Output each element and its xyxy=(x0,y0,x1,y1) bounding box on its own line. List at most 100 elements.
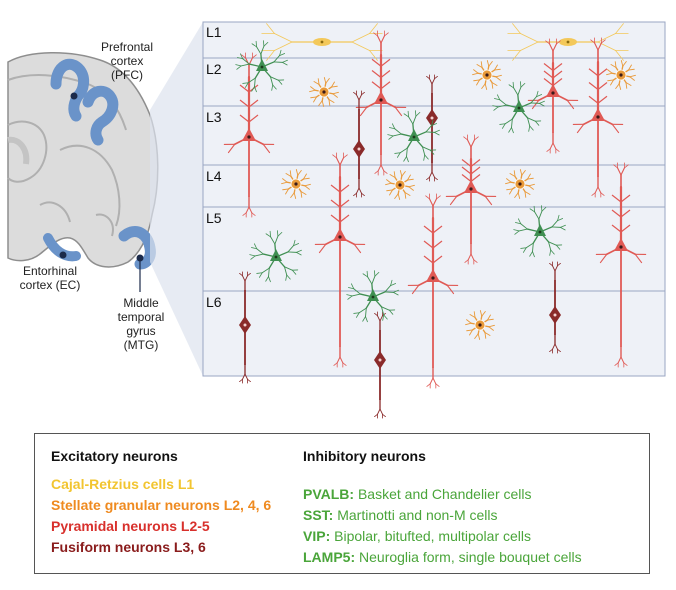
inhibitory-neuron-dendrite xyxy=(282,59,288,63)
stellate-neuron-dendrite xyxy=(304,183,311,187)
cajal-retzius-neuron-dendrite xyxy=(351,33,370,43)
stellate-neuron-dendrite xyxy=(385,182,392,186)
pyramidal-neuron-oblique xyxy=(423,225,434,234)
inhibitory-neuron-dendrite xyxy=(383,314,388,320)
pyramidal-neuron-dendrite xyxy=(339,157,344,166)
stellate-neuron-dendrite xyxy=(524,191,527,198)
cajal-retzius-neuron-dendrite xyxy=(266,50,275,61)
fusiform-neuron-nucleus xyxy=(378,358,382,362)
legend-lamp5-desc: Neuroglia form, single bouquet cells xyxy=(359,549,582,565)
pyramidal-neuron-dendrite xyxy=(359,106,368,117)
inhibitory-neuron-dendrite xyxy=(244,82,249,88)
pyramidal-neuron-dendrite xyxy=(342,154,348,159)
pyramidal-neuron-oblique xyxy=(339,184,350,193)
stellate-neuron-dendrite xyxy=(479,310,483,317)
stellate-neuron-dendrite xyxy=(521,170,526,176)
stellate-neuron-dendrite xyxy=(313,96,317,103)
fusiform-neuron-dendrite xyxy=(431,171,435,178)
pyramidal-neuron-dendrite xyxy=(336,157,341,166)
stellate-neuron-dendrite xyxy=(281,181,288,185)
neurons xyxy=(223,23,647,419)
inhibitory-neuron-dendrite xyxy=(513,229,520,232)
pyramidal-neuron-oblique xyxy=(543,70,554,79)
legend-lamp5-name: LAMP5: xyxy=(303,549,356,565)
stellate-neuron-dendrite xyxy=(300,191,307,195)
inhibitory-neuron-dendrite xyxy=(247,77,256,84)
inhibitory-neuron-dendrite xyxy=(555,244,561,250)
stellate-neuron-nucleus xyxy=(619,73,623,77)
stellate-neuron-nucleus xyxy=(518,182,522,186)
fusiform-neuron-nucleus xyxy=(430,116,434,120)
cajal-retzius-neuron-dendrite xyxy=(597,33,616,43)
legend-pvalb-desc: Basket and Chandelier cells xyxy=(357,486,532,502)
inhibitory-neuron-dendrite xyxy=(557,214,560,221)
pyramidal-neuron-oblique xyxy=(248,114,259,123)
inhibitory-neuron-dendrite xyxy=(261,267,270,274)
mtg-label-line: (MTG) xyxy=(123,338,159,352)
fusiform-neuron-dendrite xyxy=(382,413,386,418)
fusiform-neuron-dendrite xyxy=(379,315,383,322)
stellate-neuron-dendrite xyxy=(321,100,325,107)
inhibitory-neuron-soma xyxy=(270,249,282,261)
inhibitory-neuron-dendrite xyxy=(371,275,376,285)
inhibitory-neuron-dendrite xyxy=(525,242,534,249)
brain-fold xyxy=(39,201,71,223)
pyramidal-neuron-dendrite xyxy=(251,212,256,216)
stellate-neuron-dendrite xyxy=(491,82,498,86)
inhibitory-neuron-dendrite xyxy=(515,222,522,225)
inhibitory-neuron-dendrite xyxy=(499,99,507,106)
legend-pvalb-name: PVALB: xyxy=(303,486,355,502)
stellate-neuron-dendrite xyxy=(309,89,316,93)
pyramidal-neuron-dendrite xyxy=(377,35,382,44)
stellate-neuron-dendrite xyxy=(528,185,534,190)
ec-marker xyxy=(59,251,67,259)
stellate-neuron-dendrite xyxy=(401,171,406,177)
pyramidal-neuron-oblique xyxy=(371,58,382,67)
pyramidal-neuron-dendrite xyxy=(552,43,557,52)
pyramidal-neuron-dendrite xyxy=(374,170,379,174)
pyramidal-neuron-dendrite xyxy=(545,40,551,45)
pyramidal-neuron-dendrite xyxy=(590,39,596,44)
layer-lines xyxy=(203,57,665,292)
pyramidal-neuron-dendrite xyxy=(383,170,388,174)
stellate-neuron-dendrite xyxy=(293,192,297,199)
stellate-neuron-dendrite xyxy=(622,61,627,67)
pyramidal-neuron-dendrite xyxy=(394,106,403,117)
stellate-neuron-dendrite xyxy=(397,193,401,200)
inhibitory-neuron-dendrite xyxy=(392,133,402,137)
cajal-retzius-neuron-dendrite xyxy=(520,33,539,43)
brain-fold xyxy=(7,120,48,183)
fusiform-neuron-dendrite xyxy=(429,171,433,178)
legend-vip-name: VIP: xyxy=(303,528,331,544)
stellate-neuron-dendrite xyxy=(399,170,403,177)
inhibitory-neuron-dendrite xyxy=(423,154,426,161)
stellate-neuron-dendrite xyxy=(486,60,490,67)
inhibitory-neuron-dendrite xyxy=(268,267,270,278)
inhibitory-neuron-dendrite xyxy=(434,131,440,136)
pyramidal-neuron-oblique xyxy=(543,63,554,71)
fusiform-neuron-dendrite xyxy=(557,348,561,353)
pyramidal-neuron-dendrite xyxy=(377,164,382,172)
fusiform-neuron-dendrite xyxy=(353,91,357,96)
inhibitory-neuron-nucleus xyxy=(538,230,542,234)
fusiform-neuron-dendrite xyxy=(239,272,243,277)
fusiform-neuron-dendrite xyxy=(549,348,553,353)
pyramidal-neuron-oblique xyxy=(432,240,443,249)
inhibitory-neuron-dendrite xyxy=(296,251,302,256)
inhibitory-neuron-dendrite xyxy=(367,276,373,285)
inhibitory-neuron-dendrite xyxy=(412,115,417,125)
inhibitory-neuron-dendrite xyxy=(381,306,385,316)
inhibitory-neuron-dendrite xyxy=(541,206,547,212)
pyramidal-neuron-dendrite xyxy=(623,164,629,169)
stellate-neuron-dendrite xyxy=(290,192,295,198)
inhibitory-neuron-dendrite xyxy=(499,123,506,125)
ec-label-line: cortex (EC) xyxy=(19,278,81,292)
inhibitory-neuron-dendrite xyxy=(277,231,283,237)
inhibitory-neuron-nucleus xyxy=(517,106,521,110)
pyramidal-neuron-dendrite xyxy=(599,253,608,264)
inhibitory-neuron-soma xyxy=(408,129,420,141)
pyramidal-neuron-oblique xyxy=(371,81,382,90)
pyramidal-neuron-dendrite xyxy=(353,243,362,254)
fusiform-neuron-nucleus xyxy=(553,313,557,317)
inhibitory-neuron-soma xyxy=(534,224,546,236)
